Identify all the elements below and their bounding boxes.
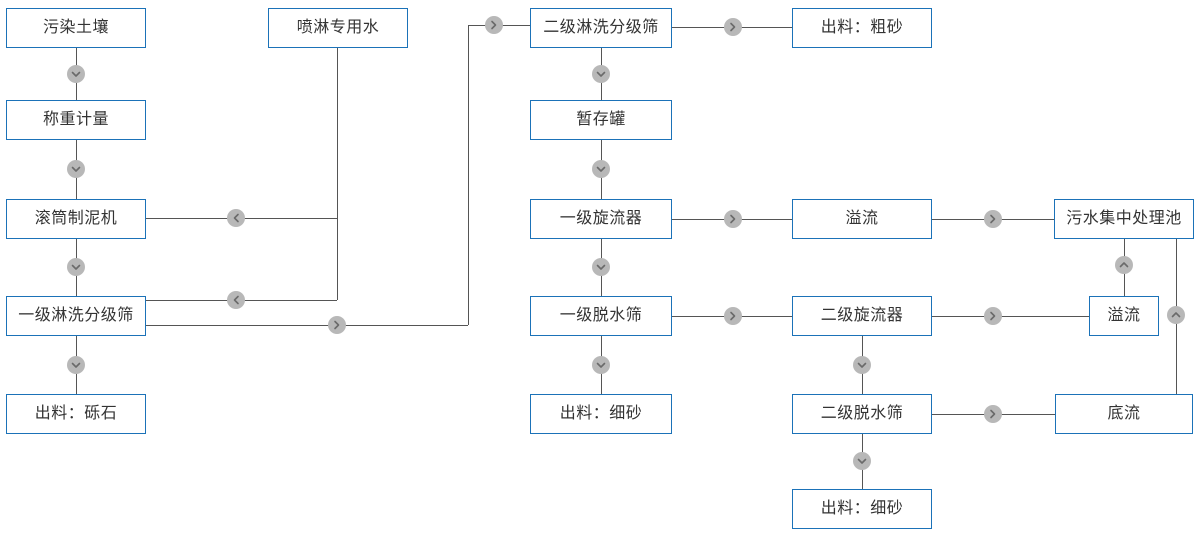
flow-node[interactable]: 一级脱水筛 — [530, 296, 672, 336]
arrow-right-icon — [724, 18, 742, 36]
flow-node-label: 一级旋流器 — [559, 210, 643, 227]
arrow-right-icon — [984, 307, 1002, 325]
flow-node-label: 溢流 — [845, 210, 879, 227]
flow-node[interactable]: 一级旋流器 — [530, 199, 672, 239]
flow-node-label: 二级旋流器 — [820, 307, 904, 324]
arrow-down-icon — [592, 356, 610, 374]
flow-node-label: 滚筒制泥机 — [34, 210, 118, 227]
flow-node[interactable]: 暂存罐 — [530, 100, 672, 140]
connector-line — [932, 316, 1089, 317]
arrow-up-icon — [1167, 306, 1185, 324]
flow-node-label: 二级淋洗分级筛 — [543, 19, 659, 36]
flow-node[interactable]: 污染土壤 — [6, 8, 146, 48]
arrow-right-icon — [724, 307, 742, 325]
arrow-right-icon — [724, 210, 742, 228]
flow-node-label: 一级淋洗分级筛 — [18, 307, 134, 324]
flow-node[interactable]: 称重计量 — [6, 100, 146, 140]
connector-line — [337, 48, 338, 300]
flow-node-label: 污染土壤 — [42, 19, 109, 36]
flow-node-label: 二级脱水筛 — [820, 405, 904, 422]
flow-node[interactable]: 出料：细砂 — [792, 489, 932, 529]
arrow-down-icon — [67, 65, 85, 83]
arrow-down-icon — [853, 356, 871, 374]
flow-node[interactable]: 出料：细砂 — [530, 394, 672, 434]
flow-node[interactable]: 溢流 — [792, 199, 932, 239]
flow-node-label: 暂存罐 — [576, 111, 626, 128]
flow-node[interactable]: 底流 — [1055, 394, 1193, 434]
flow-node[interactable]: 二级脱水筛 — [792, 394, 932, 434]
flow-node[interactable]: 出料：砾石 — [6, 394, 146, 434]
flow-node-label: 出料：细砂 — [820, 500, 904, 517]
arrow-right-icon — [485, 16, 503, 34]
arrow-down-icon — [67, 258, 85, 276]
flow-node-label: 溢流 — [1107, 307, 1141, 324]
arrow-left-icon — [227, 209, 245, 227]
arrow-down-icon — [592, 258, 610, 276]
flow-node[interactable]: 二级旋流器 — [792, 296, 932, 336]
flow-node[interactable]: 二级淋洗分级筛 — [530, 8, 672, 48]
flow-node[interactable]: 滚筒制泥机 — [6, 199, 146, 239]
arrow-down-icon — [592, 160, 610, 178]
flow-node-label: 一级脱水筛 — [559, 307, 643, 324]
flow-node-label: 称重计量 — [42, 111, 109, 128]
arrow-down-icon — [67, 356, 85, 374]
flow-node[interactable]: 一级淋洗分级筛 — [6, 296, 146, 336]
arrow-down-icon — [853, 452, 871, 470]
flow-node[interactable]: 污水集中处理池 — [1054, 199, 1194, 239]
flow-node[interactable]: 出料：粗砂 — [792, 8, 932, 48]
arrow-right-icon — [328, 316, 346, 334]
flow-node-label: 出料：砾石 — [34, 405, 118, 422]
arrow-down-icon — [67, 160, 85, 178]
flow-node-label: 底流 — [1107, 405, 1141, 422]
connector-line — [146, 325, 468, 326]
flow-node[interactable]: 喷淋专用水 — [268, 8, 408, 48]
arrow-down-icon — [592, 65, 610, 83]
flow-node-label: 喷淋专用水 — [296, 19, 380, 36]
flow-node-label: 出料：粗砂 — [820, 19, 904, 36]
flow-node-label: 出料：细砂 — [559, 405, 643, 422]
connector-line — [468, 25, 469, 325]
arrow-right-icon — [984, 210, 1002, 228]
arrow-up-icon — [1115, 256, 1133, 274]
flow-node-label: 污水集中处理池 — [1066, 210, 1182, 227]
flow-node[interactable]: 溢流 — [1089, 296, 1159, 336]
arrow-right-icon — [984, 405, 1002, 423]
arrow-left-icon — [227, 291, 245, 309]
